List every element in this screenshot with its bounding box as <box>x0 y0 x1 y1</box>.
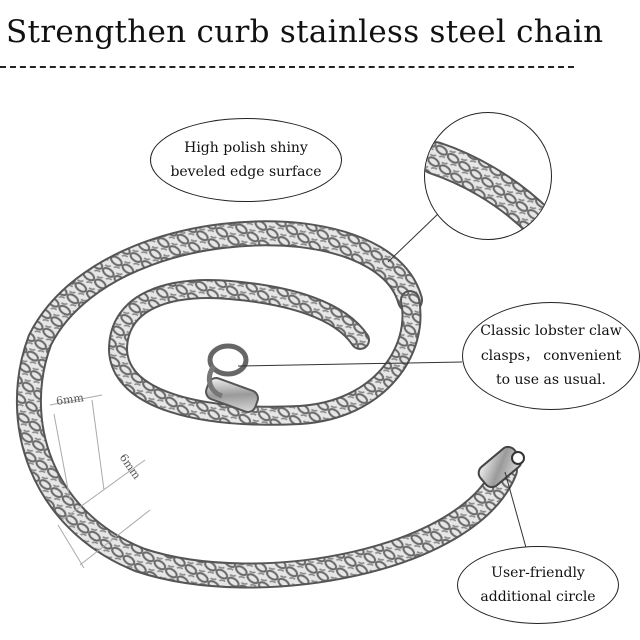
callout-surface-line-1: High polish shiny <box>184 139 308 156</box>
callout-circle-line-2: additional circle <box>480 589 596 605</box>
chain-inner-loop <box>107 279 422 426</box>
callout-clasp-line-1: Classic lobster claw <box>480 323 622 340</box>
callout-clasp: Classic lobster claw clasps， convenient … <box>462 302 640 410</box>
callout-circle: User-friendly additional circle <box>457 546 619 624</box>
lobster-clasp <box>205 343 259 413</box>
dimension-lines <box>49 394 151 569</box>
chain-detail-image <box>425 141 551 239</box>
chain-outer-loop <box>15 220 518 589</box>
page-title: Strengthen curb stainless steel chain <box>6 14 604 50</box>
chain-detail-zoom <box>424 112 552 240</box>
callout-clasp-line-3: to use as usual. <box>496 372 606 389</box>
title-divider <box>0 66 574 68</box>
callout-surface: High polish shiny beveled edge surface <box>150 118 342 202</box>
callout-circle-line-1: User-friendly <box>491 564 585 581</box>
end-cap <box>477 445 525 489</box>
callout-surface-line-2: beveled edge surface <box>170 164 322 180</box>
callout-clasp-line-2: clasps， convenient <box>480 347 622 364</box>
